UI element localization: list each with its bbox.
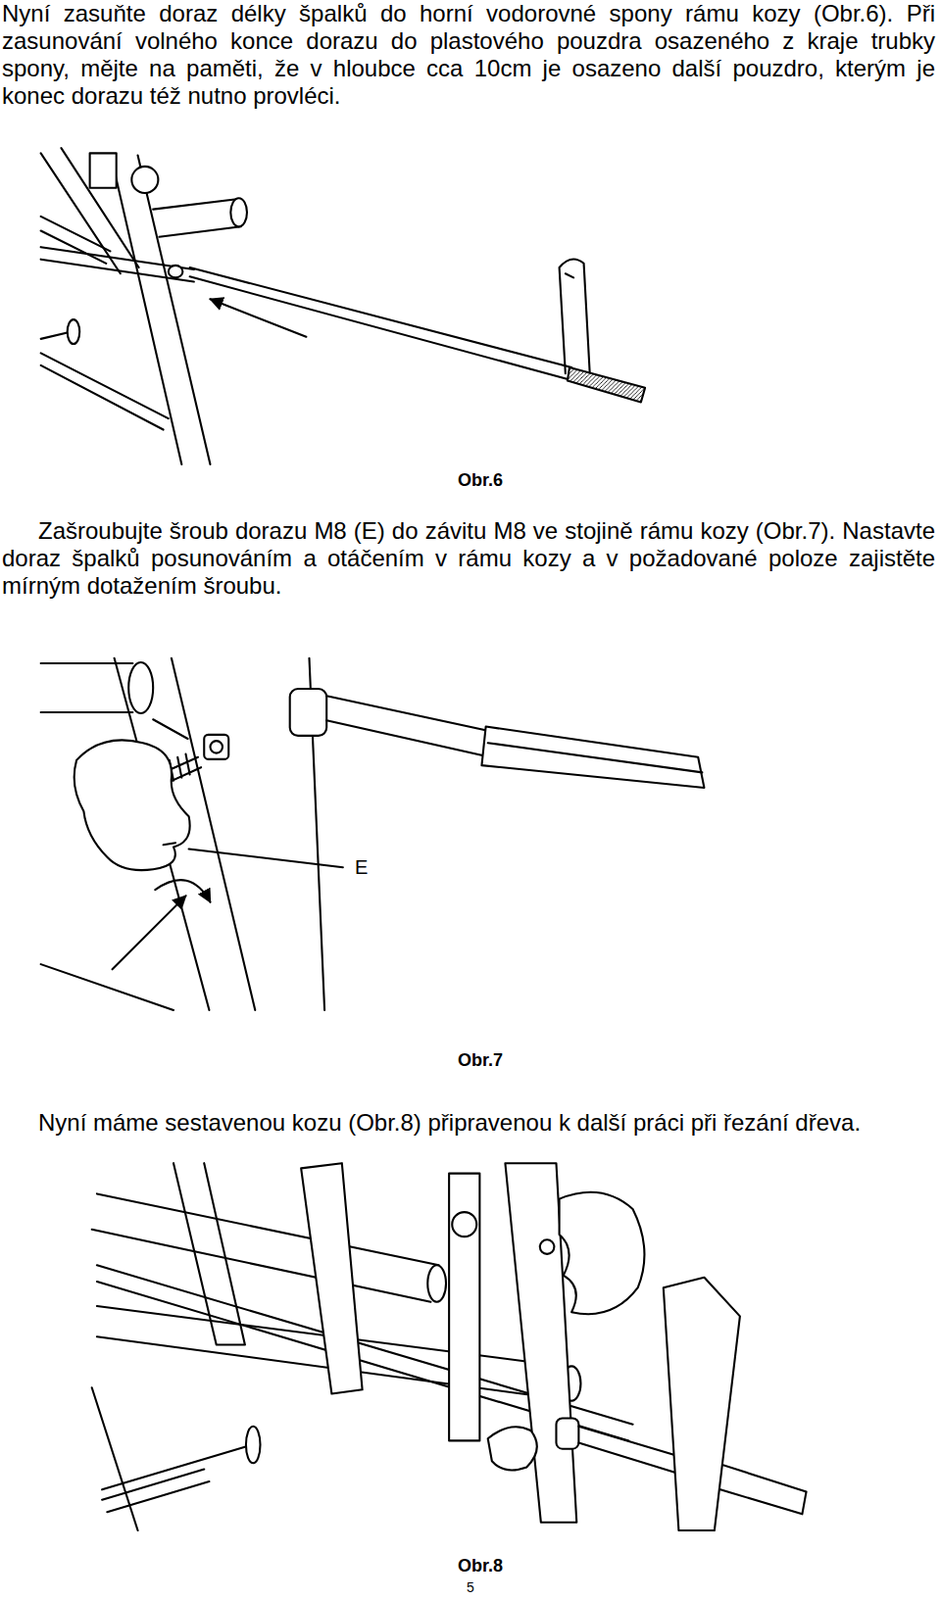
line-art — [41, 352, 169, 430]
line-art — [74, 740, 191, 871]
line-art — [41, 964, 174, 1011]
circle-shape — [131, 166, 158, 194]
ellipse-shape — [128, 662, 153, 714]
figure-caption: Obr.8 — [382, 1556, 579, 1578]
figure-caption: Obr.7 — [382, 1050, 579, 1072]
line-art — [112, 895, 187, 970]
rect-shape — [203, 735, 229, 760]
rect-shape — [448, 1174, 480, 1442]
rect-shape — [90, 152, 117, 188]
ellipse-shape — [246, 1427, 261, 1464]
line-art — [41, 247, 195, 282]
line-art — [189, 848, 344, 868]
line-art — [559, 1192, 645, 1315]
ellipse-shape — [230, 198, 248, 227]
line-art — [488, 1427, 538, 1471]
polygon-shape — [300, 1163, 362, 1394]
circle-shape — [451, 1212, 477, 1238]
line-art — [41, 663, 134, 713]
line-art — [488, 742, 703, 773]
line-art — [190, 267, 572, 381]
ellipse-shape — [168, 265, 184, 278]
body-paragraph: Nyní máme sestavenou kozu (Obr.8) připra… — [1, 1109, 936, 1138]
callout-letter: E — [352, 856, 370, 880]
figure-caption: Obr.6 — [382, 470, 579, 492]
line-art — [565, 273, 574, 278]
body-paragraph: Nyní zasuňte doraz délky špalků do horní… — [1, 0, 936, 110]
line-art — [152, 719, 188, 740]
line-art — [559, 258, 591, 376]
line-art — [209, 298, 306, 338]
line-art — [152, 198, 242, 238]
body-paragraph: Zašroubujte šroub dorazu M8 (E) do závit… — [1, 517, 936, 600]
line-art — [92, 1193, 440, 1302]
figure-8 — [92, 1163, 807, 1532]
line-art — [173, 1163, 246, 1345]
polygon-shape — [481, 727, 704, 789]
figure-6 — [41, 148, 645, 465]
line-art — [663, 1278, 741, 1532]
page-number: 5 — [450, 1580, 491, 1596]
line-art — [326, 695, 489, 756]
line-art — [112, 154, 211, 464]
polygon-shape — [567, 367, 645, 402]
ellipse-shape — [427, 1265, 446, 1302]
ellipse-shape — [67, 319, 80, 345]
rect-shape — [290, 689, 327, 737]
line-art — [92, 1387, 210, 1532]
line-art — [163, 842, 176, 845]
circle-shape — [209, 741, 222, 753]
figure-7 — [41, 658, 705, 1011]
rect-shape — [555, 1418, 579, 1449]
circle-shape — [540, 1239, 555, 1255]
